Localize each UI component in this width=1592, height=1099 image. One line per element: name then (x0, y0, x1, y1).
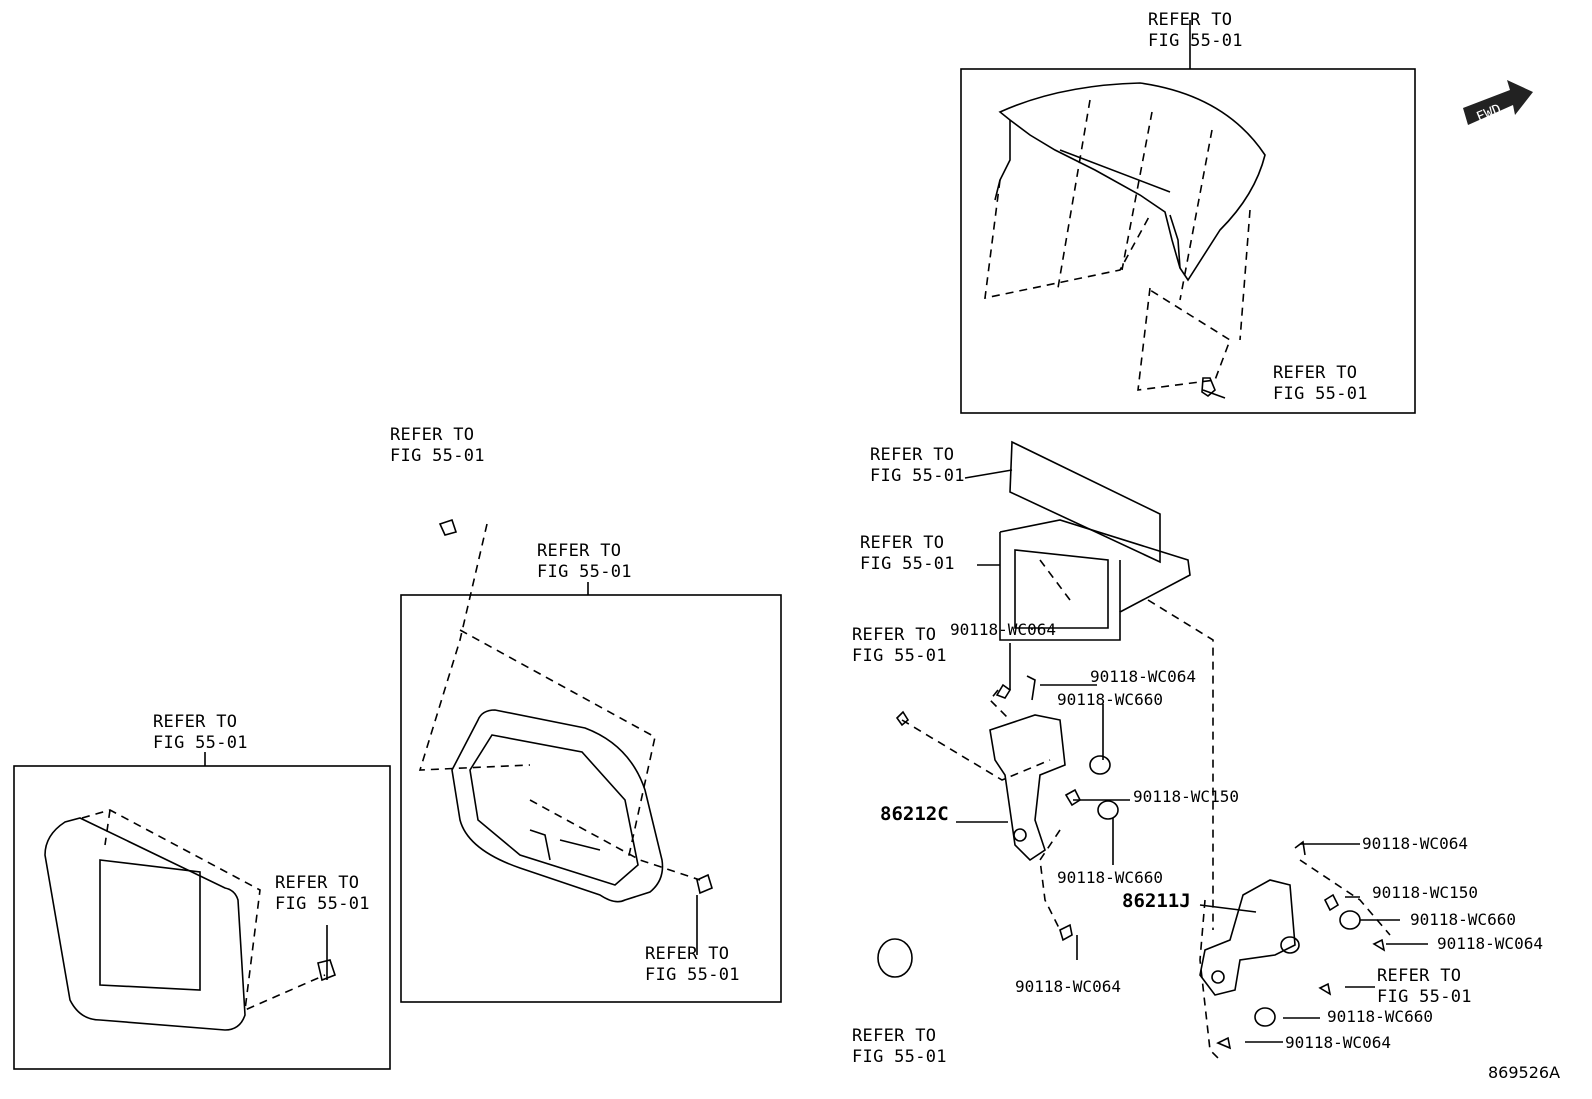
left-frame (13, 765, 391, 1070)
cap-part (877, 938, 913, 978)
pn-wc660-b: 90118-WC660 (1057, 868, 1163, 887)
pn-wc660-a: 90118-WC660 (1057, 690, 1163, 709)
pn-wc064-b: 90118-WC064 (1090, 667, 1196, 686)
pn-wc660-c: 90118-WC660 (1410, 910, 1516, 929)
leader-lines (204, 20, 1428, 1043)
bezel-dashes (418, 523, 701, 881)
pn-wc150-a: 90118-WC150 (1133, 787, 1239, 806)
center-dashes (901, 559, 1391, 1061)
pn-wc064-c: 90118-WC064 (1015, 977, 1121, 996)
top-right-frame (960, 68, 1416, 414)
display-dashes (81, 809, 326, 1012)
pn-86212C: 86212C (880, 803, 949, 825)
pn-wc660-d: 90118-WC660 (1327, 1007, 1433, 1026)
figure-id: 869526A (1488, 1063, 1561, 1082)
console-cover-dashes (984, 99, 1251, 391)
center-bezel-part (451, 709, 664, 903)
pn-wc064-f: 90118-WC064 (1285, 1033, 1391, 1052)
pn-86211J: 86211J (1122, 890, 1191, 912)
bracket-86212C (989, 714, 1066, 862)
pn-wc064-a: 90118-WC064 (950, 620, 1056, 639)
screw-top-middle (438, 518, 458, 536)
fasteners (895, 675, 1386, 1050)
clip-middle (696, 873, 713, 895)
middle-frame (400, 594, 782, 1003)
clip-left (317, 959, 337, 982)
fwd-arrow-icon (1463, 80, 1533, 125)
pn-wc150-b: 90118-WC150 (1372, 883, 1478, 902)
console-cover-part (994, 82, 1266, 282)
display-panel-part (44, 817, 246, 1031)
bracket-86211J (1199, 879, 1300, 996)
pn-wc064-e: 90118-WC064 (1437, 934, 1543, 953)
storage-bin-part (999, 440, 1191, 641)
pn-wc064-d: 90118-WC064 (1362, 834, 1468, 853)
